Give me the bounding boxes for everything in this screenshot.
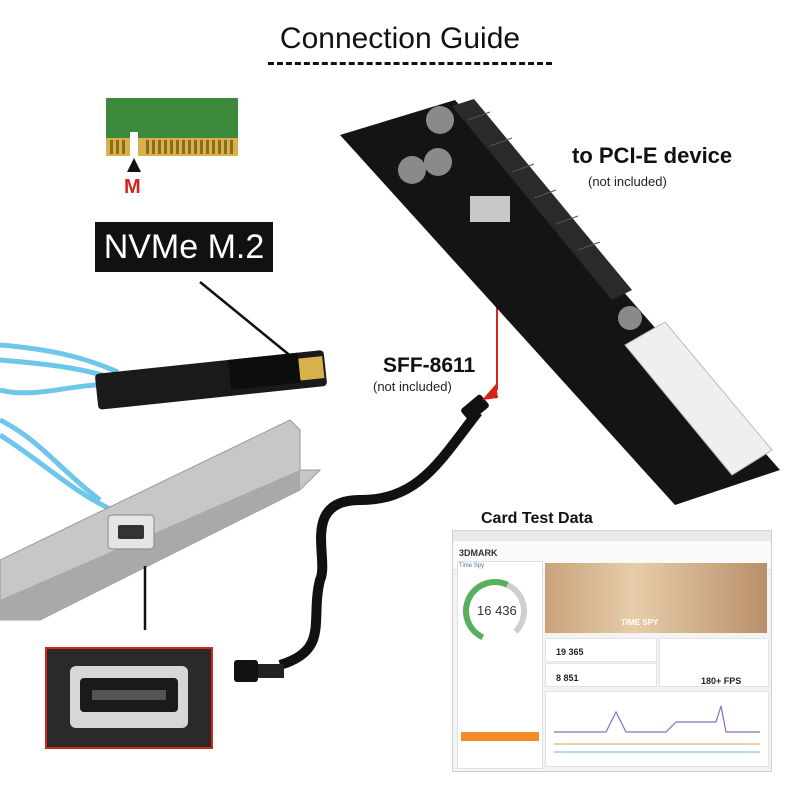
- m-key-arrow: [127, 158, 141, 172]
- overall-score: 16 436: [477, 603, 517, 618]
- benchmark-screenshot: 3DMARK Time Spy 16 436 TIME SPY 19 365 8…: [452, 530, 772, 772]
- m2-edge-connector: [106, 98, 238, 156]
- monitoring-graph: [545, 691, 769, 767]
- port-closeup: [45, 647, 213, 749]
- title-underline: [268, 62, 552, 65]
- cpu-score-box: 8 851: [545, 663, 657, 687]
- sff-not-included-note: (not included): [373, 379, 452, 394]
- window-titlebar: [453, 531, 771, 541]
- pcie-adapter-board: [340, 99, 780, 505]
- test-banner: [545, 563, 767, 633]
- sff-8611-label: SFF-8611: [383, 354, 476, 377]
- page-title: Connection Guide: [279, 22, 521, 55]
- blue-sas-cables: [0, 342, 119, 513]
- fps-estimate: 180+ FPS: [701, 676, 742, 686]
- m-key-label: M: [124, 176, 141, 198]
- score-gauge: [463, 579, 527, 643]
- nvme-m2-label: NVMe M.2: [95, 222, 273, 272]
- fps-box: [659, 638, 769, 687]
- card-test-heading: Card Test Data: [481, 510, 593, 527]
- red-arrow: [482, 384, 498, 400]
- pcie-not-included-note: (not included): [588, 174, 667, 189]
- graphics-score-box: 19 365: [545, 638, 657, 662]
- cpu-score: 8 851: [556, 673, 579, 683]
- action-button[interactable]: [461, 732, 539, 741]
- graphics-score: 19 365: [556, 647, 584, 657]
- banner-title: TIME SPY: [621, 618, 659, 627]
- app-logo: 3DMARK: [459, 548, 498, 558]
- sff-cable: [278, 408, 482, 670]
- pcie-device-label: to PCI-E device: [572, 143, 733, 168]
- pci-bracket: [0, 419, 322, 621]
- test-name: Time Spy: [459, 563, 485, 569]
- m2-adapter-board: [95, 350, 327, 410]
